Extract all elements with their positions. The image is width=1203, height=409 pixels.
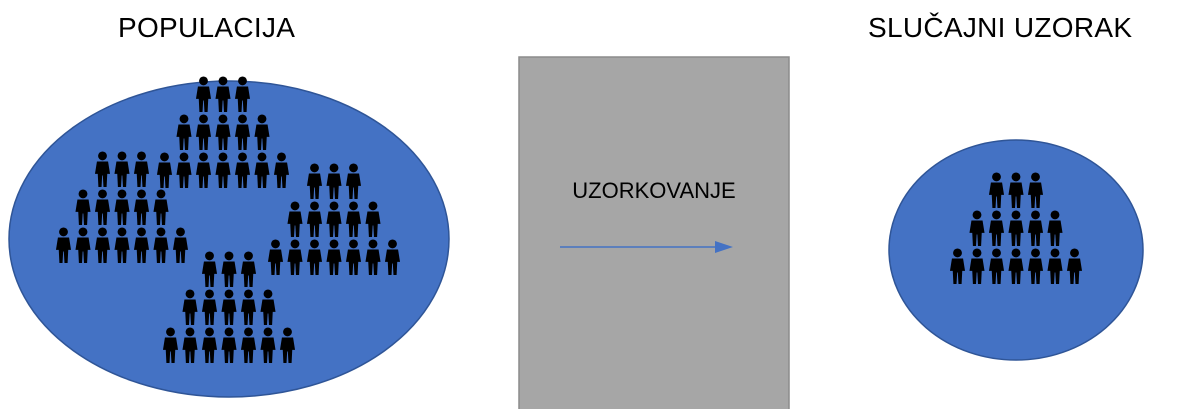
population-title: POPULACIJA [118, 12, 296, 43]
sample-title: SLUČAJNI UZORAK [868, 12, 1133, 43]
arrow-head [715, 241, 733, 253]
population-circle [8, 80, 450, 398]
sampling-box [518, 56, 790, 409]
sampling-label: UZORKOVANJE [572, 178, 736, 203]
